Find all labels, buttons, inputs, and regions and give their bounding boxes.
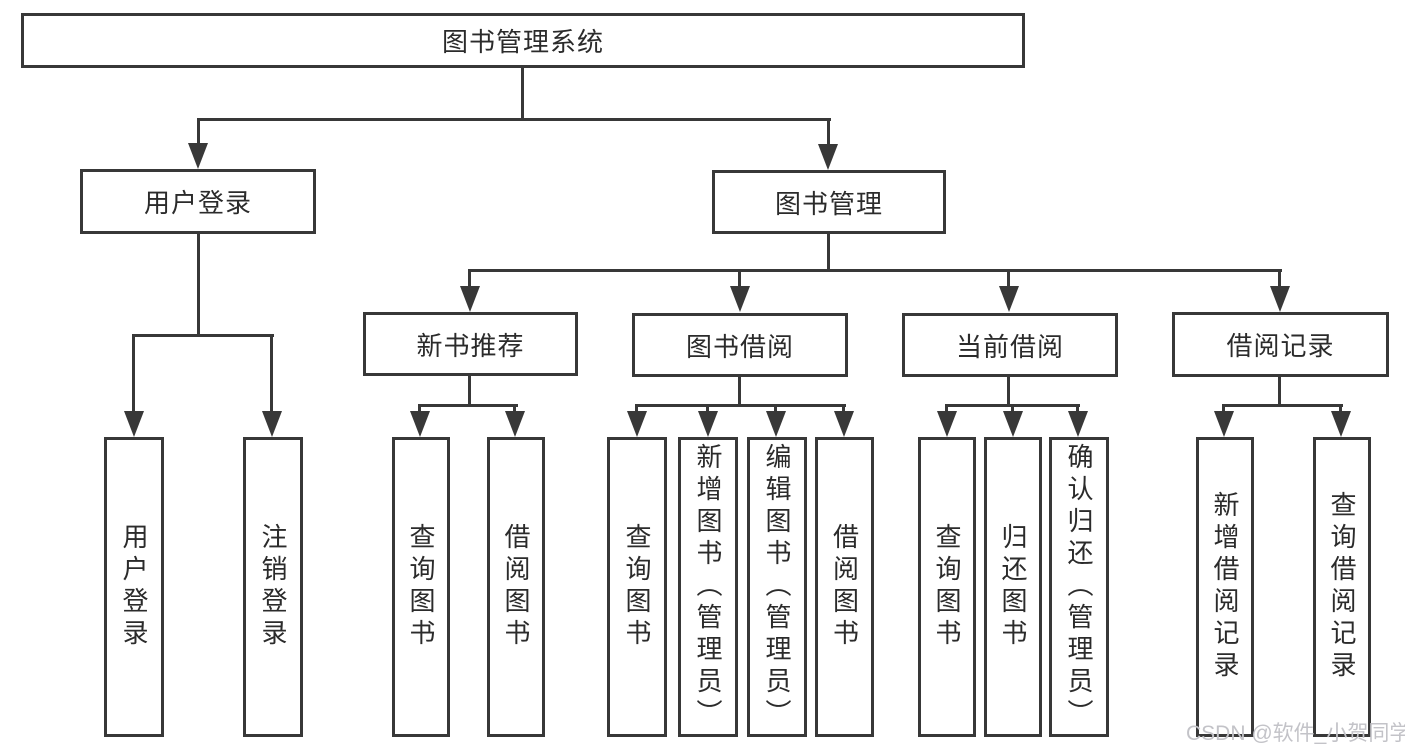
connector-current-borrow-stem bbox=[1007, 377, 1010, 406]
connector-drop bbox=[706, 404, 709, 413]
leaf-query-borrow-record: 查询借阅记录 bbox=[1313, 437, 1371, 737]
connector-user-login-stem bbox=[197, 233, 200, 336]
arrowhead-icon bbox=[262, 411, 282, 437]
connector-book-management-stem bbox=[827, 233, 830, 271]
connector-borrow-record-rail bbox=[1222, 404, 1343, 407]
connector-new-book-recommend-stem bbox=[468, 375, 471, 406]
connector-level2-rail bbox=[197, 118, 831, 121]
connector-drop-book-management bbox=[827, 118, 830, 146]
arrowhead-icon bbox=[834, 411, 854, 437]
leaf-add-borrow-record: 新增借阅记录 bbox=[1196, 437, 1254, 737]
arrowhead-icon bbox=[766, 411, 786, 437]
leaf-query-books-current: 查询图书 bbox=[918, 437, 976, 737]
connector-drop bbox=[418, 404, 421, 413]
leaf-add-books-admin: 新增图书（管理员） bbox=[678, 437, 738, 737]
connector-drop-new-book-recommend bbox=[468, 269, 471, 289]
connector-drop bbox=[842, 404, 845, 413]
connector-drop-leaf-logout bbox=[270, 334, 273, 412]
leaf-confirm-return-admin: 确认归还（管理员） bbox=[1049, 437, 1109, 737]
leaf-borrow-books: 借阅图书 bbox=[815, 437, 874, 737]
arrowhead-icon bbox=[999, 286, 1019, 312]
arrowhead-icon bbox=[1003, 411, 1023, 437]
arrowhead-icon bbox=[818, 144, 838, 170]
node-current-borrow: 当前借阅 bbox=[902, 313, 1118, 377]
node-user-login: 用户登录 bbox=[80, 169, 316, 234]
connector-drop-book-borrow bbox=[738, 269, 741, 289]
arrowhead-icon bbox=[937, 411, 957, 437]
arrowhead-icon bbox=[1068, 411, 1088, 437]
connector-drop bbox=[1222, 404, 1225, 413]
arrowhead-icon bbox=[460, 286, 480, 312]
connector-borrow-record-stem bbox=[1278, 377, 1281, 406]
node-book-management: 图书管理 bbox=[712, 170, 946, 234]
connector-drop bbox=[1339, 404, 1342, 413]
connector-level3-rail bbox=[468, 269, 1282, 272]
connector-drop-leaf-user-login bbox=[132, 334, 135, 412]
connector-new-book-recommend-rail bbox=[419, 404, 518, 407]
leaf-query-books-recommend: 查询图书 bbox=[392, 437, 450, 737]
connector-drop bbox=[945, 404, 948, 413]
connector-drop bbox=[513, 404, 516, 413]
node-borrow-record: 借阅记录 bbox=[1172, 312, 1389, 377]
leaf-borrow-books-recommend: 借阅图书 bbox=[487, 437, 545, 737]
watermark: CSDN @软件_小贺同学 bbox=[1186, 722, 1405, 745]
arrowhead-icon bbox=[1270, 286, 1290, 312]
arrowhead-icon bbox=[124, 411, 144, 437]
arrowhead-icon bbox=[627, 411, 647, 437]
node-root: 图书管理系统 bbox=[21, 13, 1025, 68]
connector-drop-current-borrow bbox=[1007, 269, 1010, 289]
connector-book-borrow-rail bbox=[635, 404, 846, 407]
node-new-book-recommend: 新书推荐 bbox=[363, 312, 578, 376]
arrowhead-icon bbox=[730, 286, 750, 312]
connector-drop bbox=[1011, 404, 1014, 413]
arrowhead-icon bbox=[505, 411, 525, 437]
node-book-borrow: 图书借阅 bbox=[632, 313, 848, 377]
leaf-edit-books-admin: 编辑图书（管理员） bbox=[747, 437, 807, 737]
connector-drop-user-login bbox=[197, 118, 200, 146]
connector-drop bbox=[774, 404, 777, 413]
arrowhead-icon bbox=[1214, 411, 1234, 437]
leaf-query-books-borrow: 查询图书 bbox=[607, 437, 667, 737]
connector-drop bbox=[1076, 404, 1079, 413]
arrowhead-icon bbox=[188, 143, 208, 169]
connector-user-login-rail bbox=[132, 334, 274, 337]
arrowhead-icon bbox=[1331, 411, 1351, 437]
connector-drop-borrow-record bbox=[1278, 269, 1281, 289]
arrowhead-icon bbox=[410, 411, 430, 437]
arrowhead-icon bbox=[698, 411, 718, 437]
leaf-logout: 注销登录 bbox=[243, 437, 303, 737]
connector-drop bbox=[635, 404, 638, 413]
leaf-return-books: 归还图书 bbox=[984, 437, 1042, 737]
leaf-user-login: 用户登录 bbox=[104, 437, 164, 737]
connector-root-trunk bbox=[521, 68, 524, 118]
connector-book-borrow-stem bbox=[738, 377, 741, 406]
